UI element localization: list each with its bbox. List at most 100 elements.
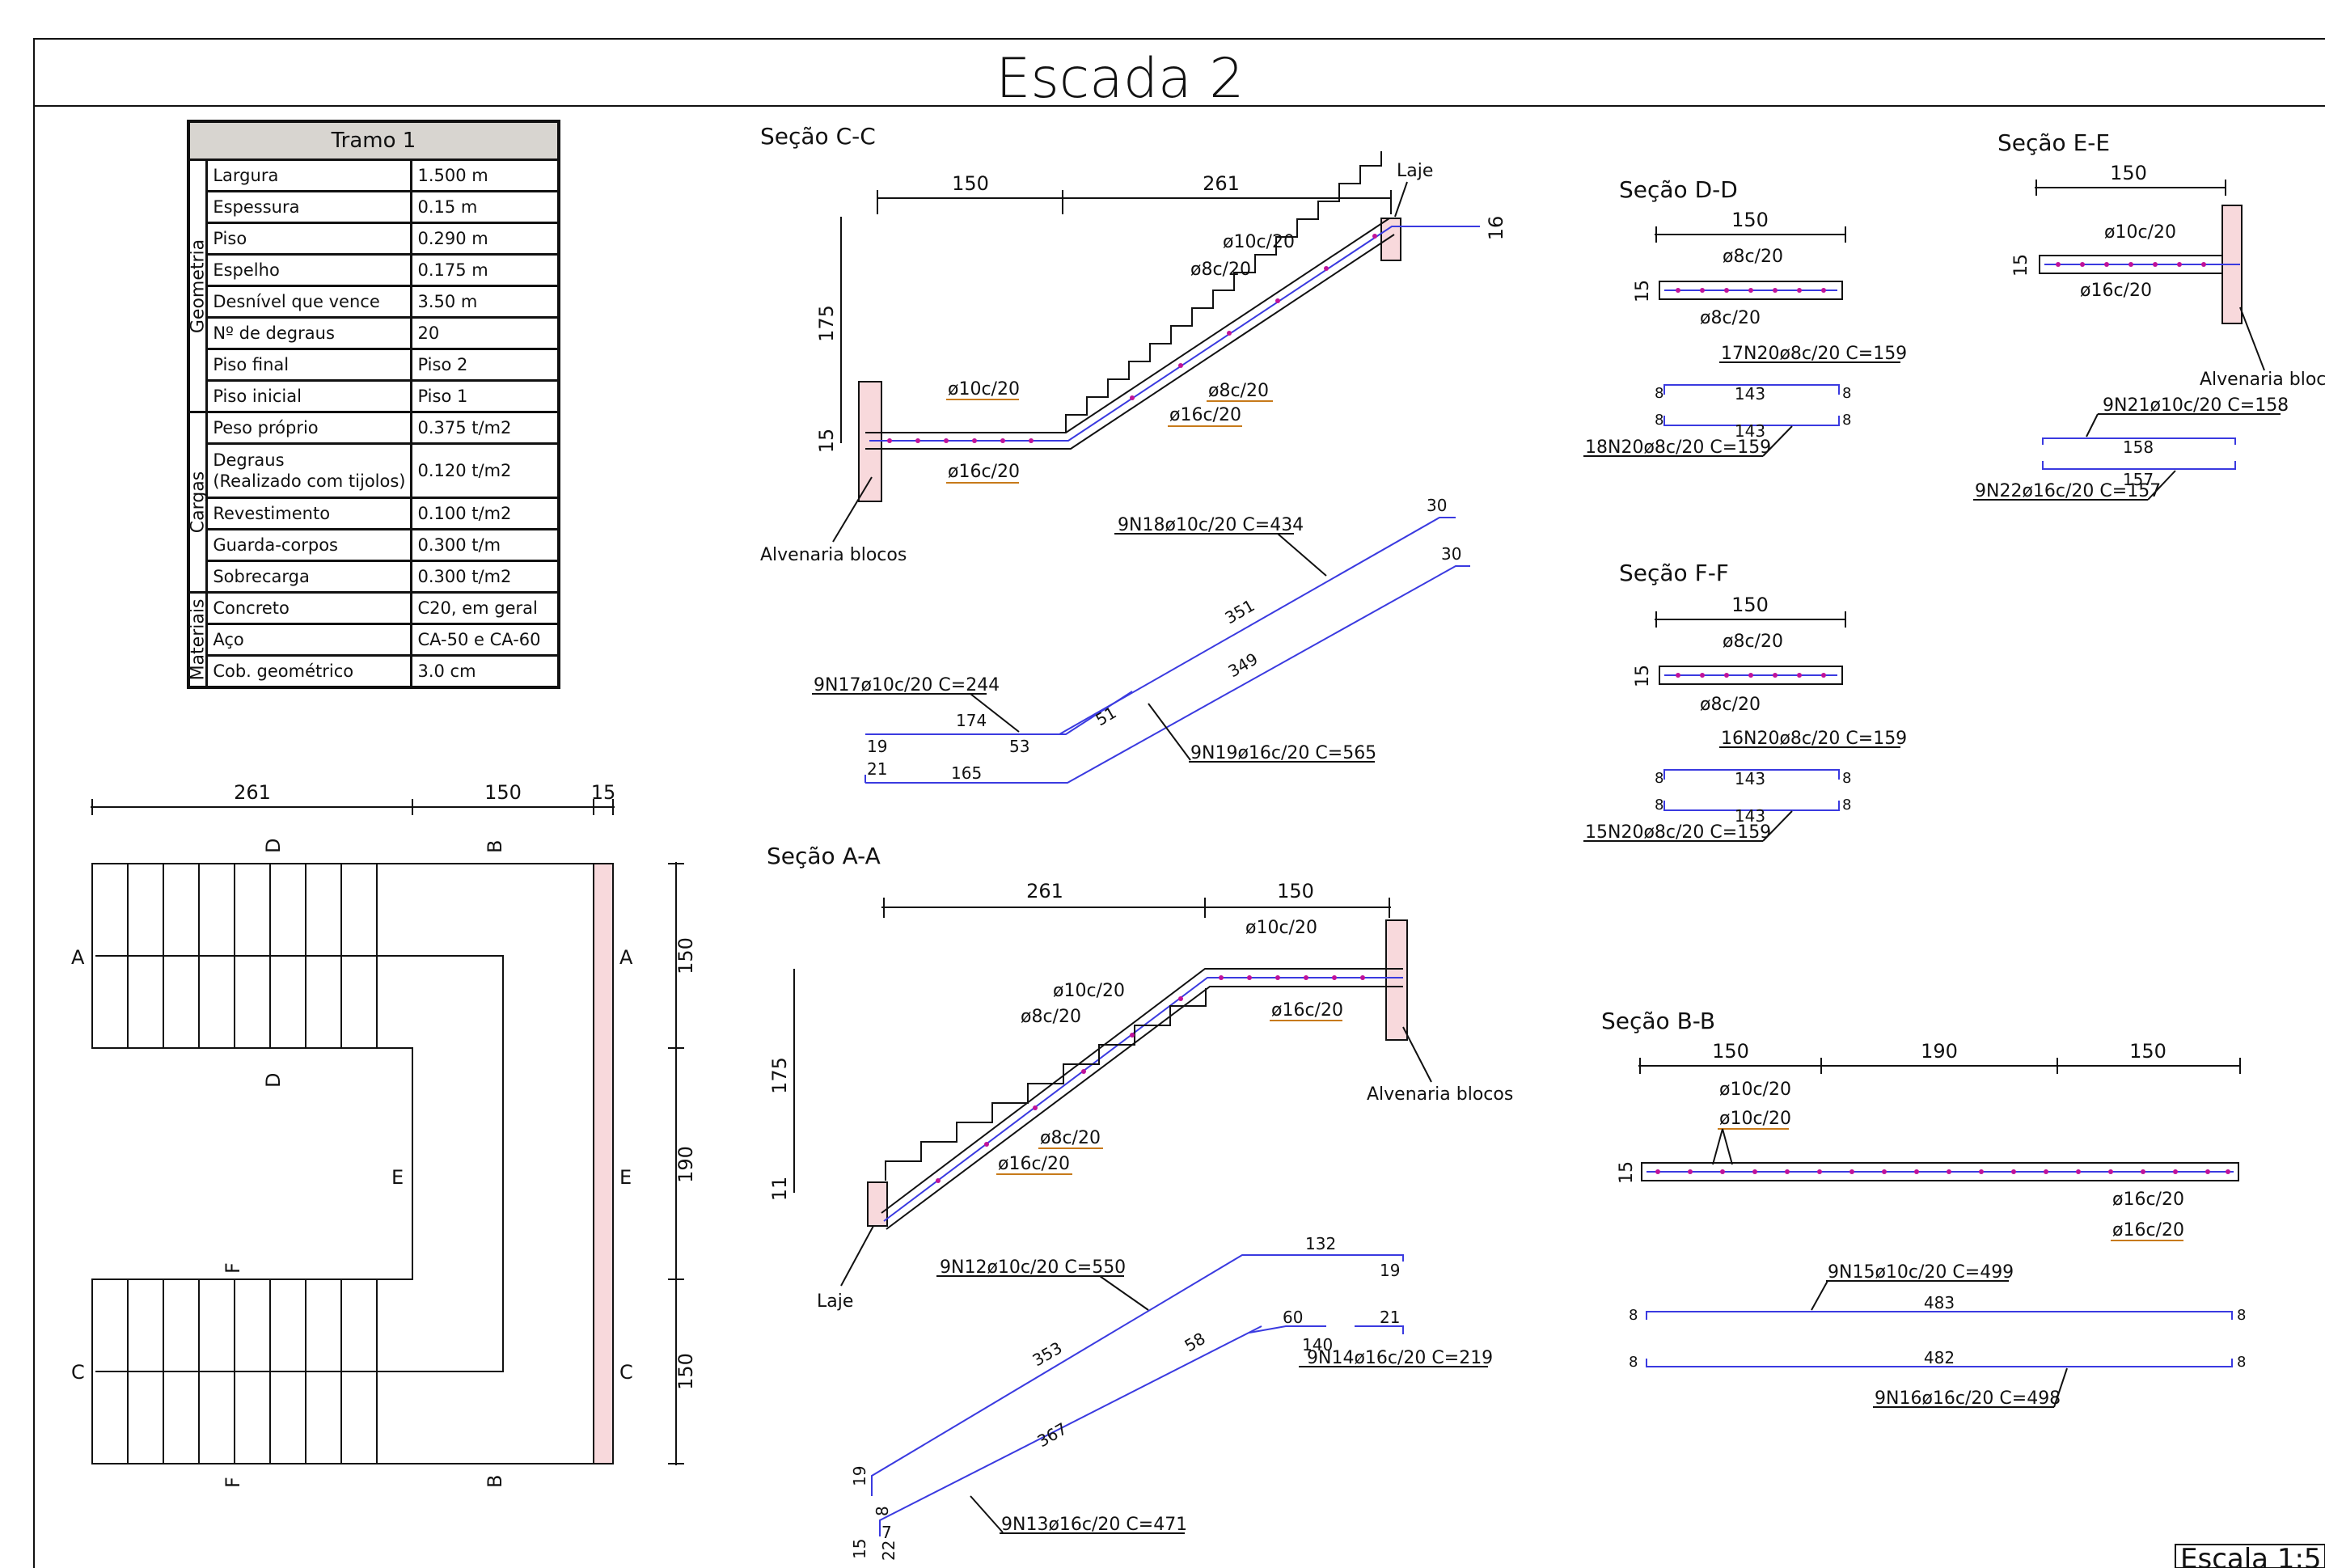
aa-bar-14-seg-140: 140 <box>1302 1335 1333 1355</box>
ff-dim-15: 15 <box>1633 665 1653 687</box>
bb-dim-150a: 150 <box>1712 1040 1749 1063</box>
section-cc: Seção C-C 150 261 175 15 16 Laje Alvenar… <box>760 123 1507 784</box>
dd-bar-17-seg: 143 <box>1735 384 1765 404</box>
bb-dim-15: 15 <box>1617 1161 1637 1184</box>
cc-bar-17-seg-53: 53 <box>1009 737 1029 756</box>
aa-bar-12-seg-8: 8 <box>873 1506 892 1516</box>
cc-bar-17-seg-51: 51 <box>1093 703 1120 730</box>
plan-mark-d-top: D <box>262 839 285 853</box>
section-ff-title: Seção F-F <box>1619 560 1729 586</box>
row-label: Espelho <box>205 253 413 287</box>
cc-bar-18-seg-351: 351 <box>1222 595 1258 628</box>
dd-bar-18-hook-r: 8 <box>1842 412 1851 429</box>
aa-bar-12-seg-19a: 19 <box>1380 1261 1400 1280</box>
dd-dim-150: 150 <box>1731 209 1769 231</box>
ee-label-phi16: ø16c/20 <box>2080 281 2152 301</box>
aa-dim-175: 175 <box>768 1057 791 1094</box>
row-label: Guarda-corpos <box>205 528 413 562</box>
section-cc-title: Seção C-C <box>760 123 876 150</box>
aa-bar-13-seg-15: 15 <box>850 1539 869 1559</box>
plan-dim-261: 261 <box>234 781 271 804</box>
ff-bar-15-hook-r: 8 <box>1842 797 1851 814</box>
aa-bar-14: 9N14ø16c/20 C=219 <box>1307 1348 1493 1368</box>
aa-dim-11: 11 <box>768 1177 791 1202</box>
group-label: Materiais <box>188 598 209 681</box>
aa-label-laje: Laje <box>817 1291 853 1312</box>
ee-bar-21-seg: 158 <box>2123 437 2154 457</box>
bb-bar-15-seg: 483 <box>1924 1293 1955 1312</box>
dd-bar-17: 17N20ø8c/20 C=159 <box>1721 344 1907 364</box>
cc-bar-17: 9N17ø10c/20 C=244 <box>814 675 1000 695</box>
bb-bar-15: 9N15ø10c/20 C=499 <box>1828 1262 2014 1283</box>
row-value: 3.50 m <box>410 285 560 319</box>
bb-bar-16-hook-l: 8 <box>1629 1354 1638 1371</box>
cc-label-phi8-mid: ø8c/20 <box>1208 381 1269 401</box>
row-label: Espessura <box>205 190 413 224</box>
row-label: Piso final <box>205 348 413 382</box>
aa-bar-13-seg-7: 7 <box>881 1523 892 1542</box>
ff-label-phi8-top: ø8c/20 <box>1723 632 1783 652</box>
ee-bar-22-seg: 157 <box>2123 470 2154 489</box>
row-label-line1: Degraus <box>213 450 285 470</box>
group-label: Cargas <box>188 471 209 534</box>
aa-bar-12-seg-19b: 19 <box>850 1466 869 1486</box>
section-bb-title: Seção B-B <box>1601 1008 1715 1034</box>
dd-bar-18: 18N20ø8c/20 C=159 <box>1585 437 1771 458</box>
section-aa-title: Seção A-A <box>767 843 881 869</box>
cc-bar-19-seg-165: 165 <box>951 763 982 783</box>
aa-bar-13-seg-22: 22 <box>879 1541 898 1561</box>
bb-bar-16: 9N16ø16c/20 C=498 <box>1875 1388 2061 1409</box>
cc-label-alvenaria: Alvenaria blocos <box>760 545 907 565</box>
row-value: Piso 2 <box>410 348 560 382</box>
aa-label-phi8-mid: ø8c/20 <box>1021 1007 1081 1027</box>
aa-bar-12: 9N12ø10c/20 C=550 <box>940 1257 1126 1278</box>
cc-label-phi8-top: ø8c/20 <box>1190 260 1251 280</box>
section-ee: Seção E-E 150 15 ø10c/20 ø16c/20 Alvenar… <box>1973 129 2325 501</box>
row-label: Largura <box>205 158 413 192</box>
table-header: Tramo 1 <box>187 120 560 161</box>
bb-dim-150b: 150 <box>2129 1040 2166 1063</box>
ff-bar-16-seg: 143 <box>1735 769 1765 788</box>
cc-dim-261: 261 <box>1203 172 1240 195</box>
aa-bar-14-seg-60: 60 <box>1283 1308 1303 1327</box>
row-label: Piso <box>205 222 413 256</box>
plan-mark-a-right: A <box>619 946 633 969</box>
plan-mark-b-top: B <box>484 840 506 853</box>
cc-dim-16: 16 <box>1485 216 1507 241</box>
bb-label-phi16-b: ø16c/20 <box>2112 1220 2184 1240</box>
plan-mark-f-mid: F <box>222 1262 244 1274</box>
ff-bar-16-hook-l: 8 <box>1655 770 1663 787</box>
aa-bar-12-seg-132: 132 <box>1305 1234 1336 1253</box>
plan-mark-e-right: E <box>619 1166 632 1189</box>
section-aa: Seção A-A 261 150 175 11 Alvenaria bloco… <box>767 843 1513 1561</box>
row-value: 20 <box>410 316 560 350</box>
row-value: 0.100 t/m2 <box>410 497 560 530</box>
dd-label-phi8-bottom: ø8c/20 <box>1700 308 1761 328</box>
dd-bar-17-hook-r: 8 <box>1842 385 1851 402</box>
section-ff: Seção F-F 150 15 ø8c/20 ø8c/20 16N20ø8c/… <box>1583 560 1907 843</box>
aa-label-phi10-mid: ø10c/20 <box>1053 981 1125 1001</box>
ff-dim-150: 150 <box>1731 594 1769 616</box>
plan-mark-f-bottom: F <box>222 1477 244 1488</box>
row-value: 1.500 m <box>410 158 560 192</box>
row-label: Sobrecarga <box>205 560 413 594</box>
row-label: Cob. geométrico <box>205 654 413 689</box>
plan-dim-right-190: 190 <box>674 1146 697 1183</box>
aa-label-phi10-top: ø10c/20 <box>1245 918 1317 938</box>
cc-dim-175: 175 <box>815 305 838 342</box>
dd-bar-18-hook-l: 8 <box>1655 412 1663 429</box>
aa-dim-261: 261 <box>1026 880 1063 902</box>
plan-dim-right-150a: 150 <box>674 937 697 974</box>
ee-bar-22: 9N22ø16c/20 C=157 <box>1975 481 2161 501</box>
dd-label-phi8-top: ø8c/20 <box>1723 247 1783 267</box>
aa-label-phi16-low: ø16c/20 <box>998 1154 1070 1174</box>
plan-mark-a-left: A <box>71 946 85 969</box>
plan-mark-d-mid: D <box>262 1073 285 1088</box>
cc-label-phi10-top: ø10c/20 <box>1223 232 1295 252</box>
row-value: 0.290 m <box>410 222 560 256</box>
row-value: 0.300 t/m2 <box>410 560 560 594</box>
row-value: 0.120 t/m2 <box>410 442 560 499</box>
plan-mark-c-left: C <box>71 1361 85 1384</box>
dd-dim-15: 15 <box>1633 280 1653 302</box>
